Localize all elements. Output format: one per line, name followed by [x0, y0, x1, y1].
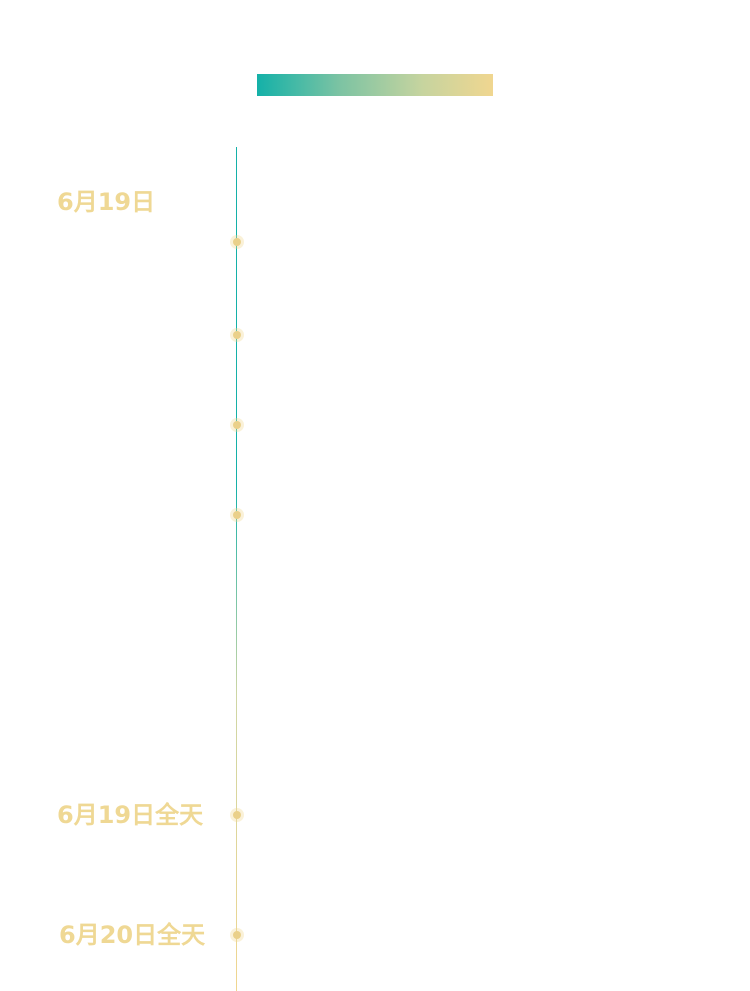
timeline-node: [230, 508, 244, 522]
section-title-banner: [257, 62, 493, 96]
date-label-3: 6月20日全天: [59, 921, 206, 949]
date-label-2: 6月19日全天: [57, 801, 204, 829]
timeline-node: [230, 328, 244, 342]
title-gradient-bar: [257, 74, 493, 96]
date-label-1: 6月19日: [57, 188, 156, 216]
timeline-node: [230, 235, 244, 249]
timeline-node: [230, 928, 244, 942]
timeline-node: [230, 418, 244, 432]
timeline-node: [230, 808, 244, 822]
timeline-line: [236, 147, 237, 991]
